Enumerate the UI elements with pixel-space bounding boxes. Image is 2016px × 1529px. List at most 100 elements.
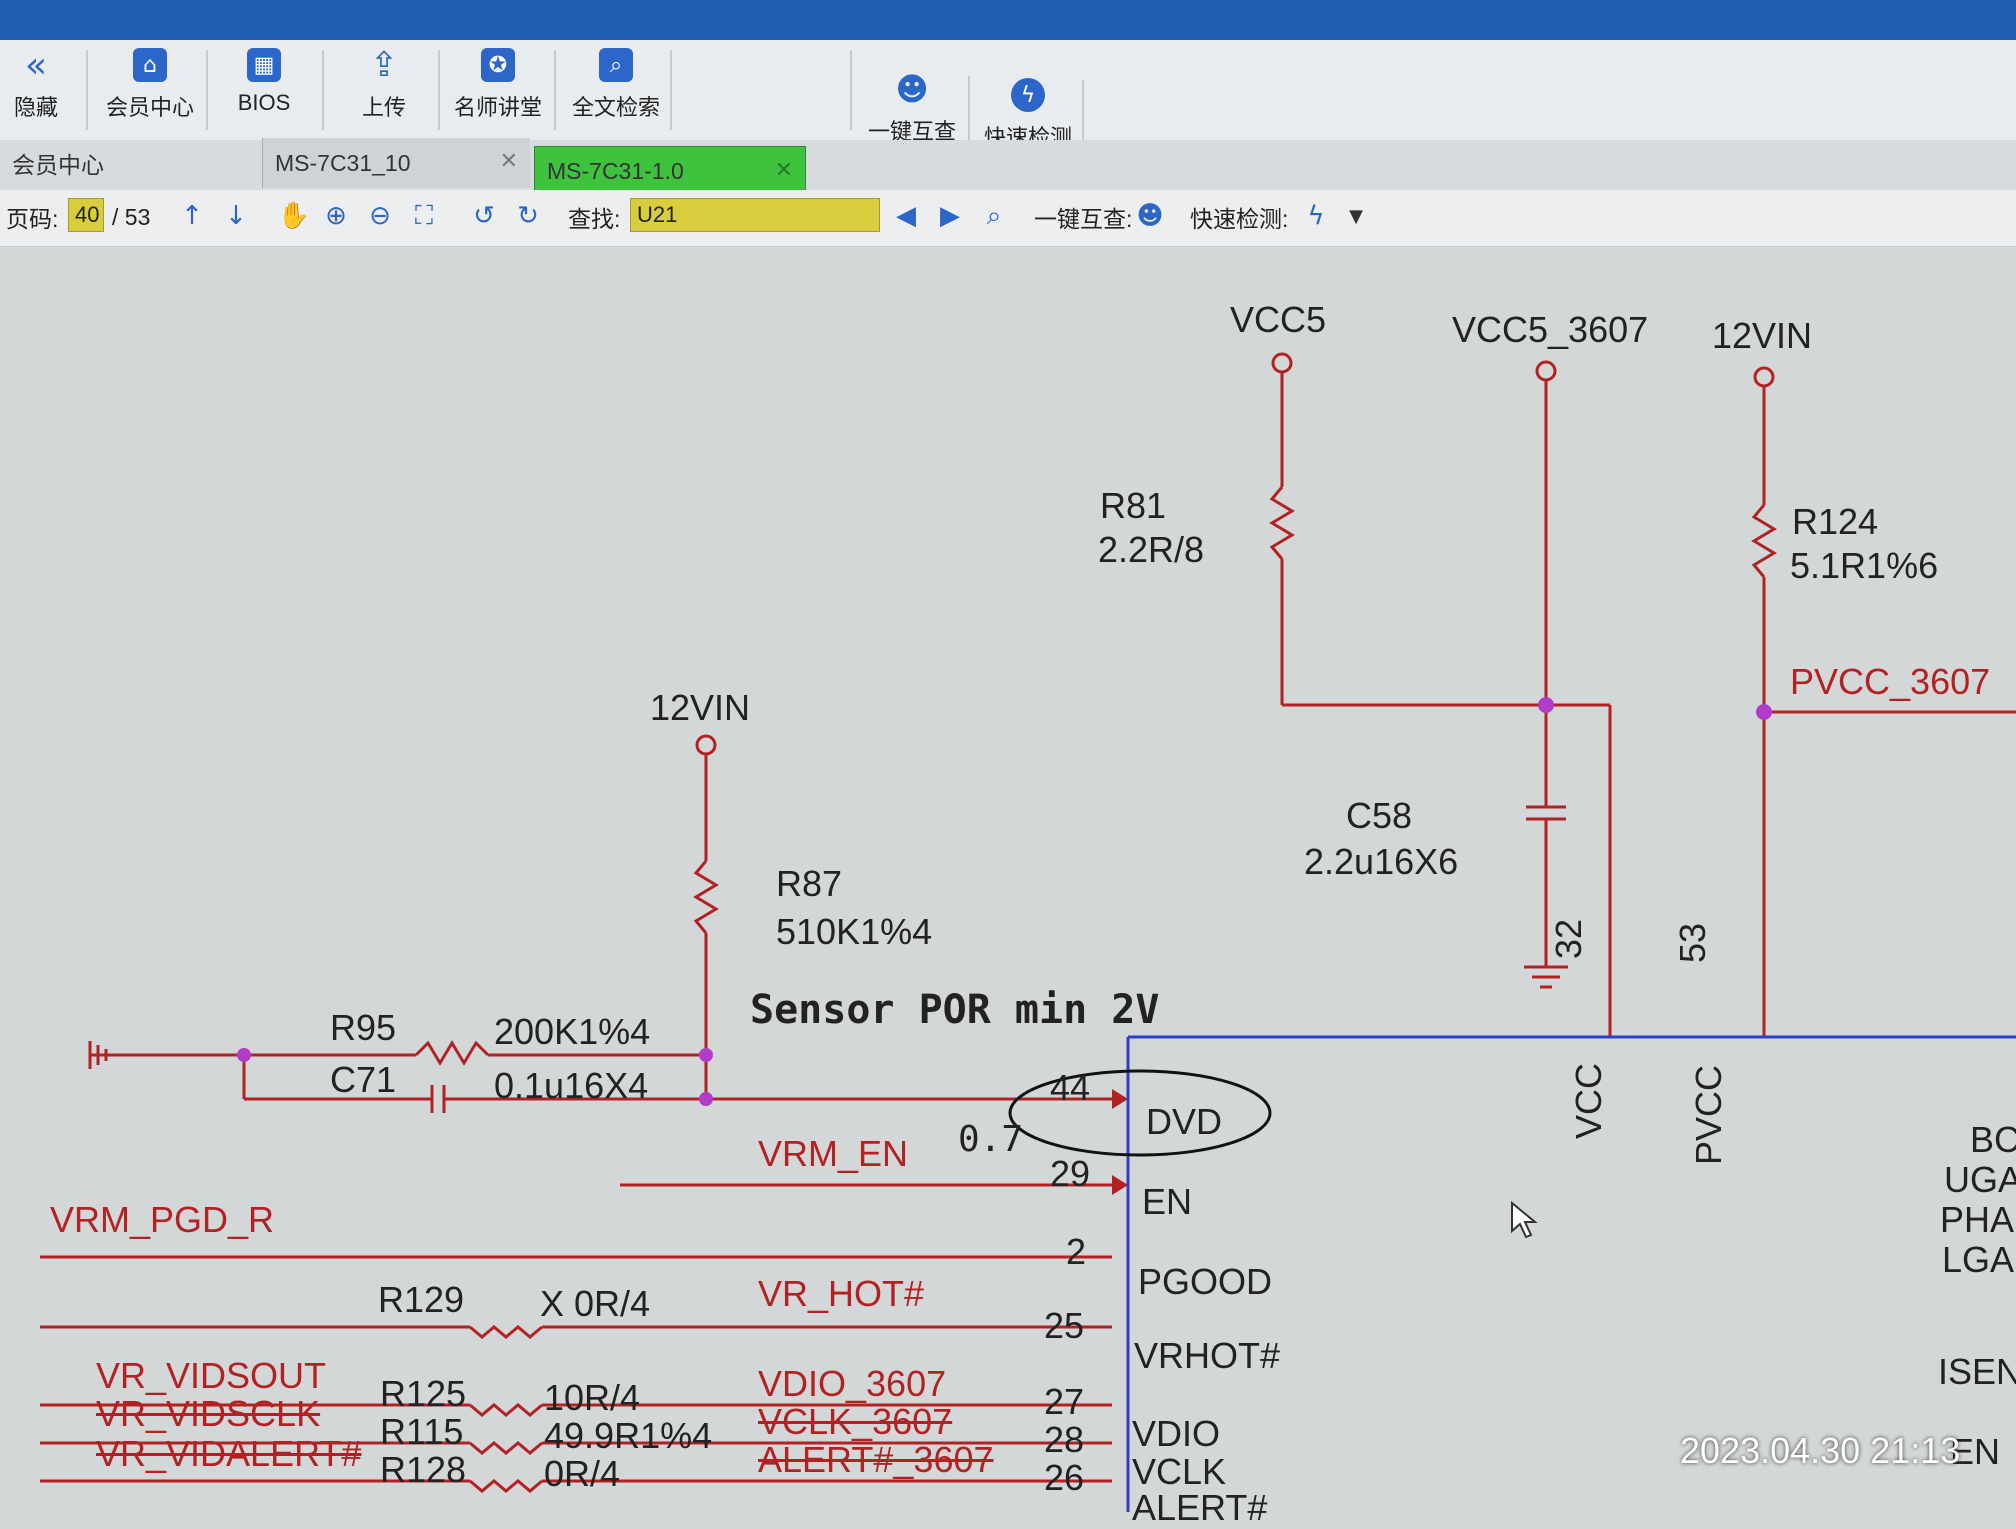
pin-name-partial: LGA: [1942, 1239, 2015, 1280]
pin-name-dvd: DVD: [1146, 1101, 1223, 1142]
ref-r115: R115: [380, 1411, 464, 1452]
pin-name-partial: BC: [1970, 1119, 2016, 1160]
find-previous-icon[interactable]: ◀: [896, 201, 916, 231]
pin-number: 2: [1066, 1231, 1087, 1272]
ref-r129: R129: [378, 1279, 465, 1320]
cross-check-button[interactable]: ☻ 一键互查: [862, 70, 962, 160]
hide-button[interactable]: « 隐藏: [6, 45, 66, 136]
net-label-vrm-pgd-r: VRM_PGD_R: [50, 1199, 275, 1240]
search-icon: ⌕: [599, 48, 633, 82]
member-center-button[interactable]: ⌂ 会员中心: [100, 48, 200, 136]
toolbar-divider: [850, 50, 852, 130]
resistor-r87: [693, 860, 719, 934]
value-r115: 49.9R1%4: [544, 1415, 713, 1456]
cross-check-label: 一键互查: [867, 119, 956, 144]
pin-number: 44: [1050, 1067, 1091, 1108]
bios-label: BIOS: [237, 90, 291, 115]
tab-member-center[interactable]: 会员中心: [0, 138, 258, 188]
fit-page-icon[interactable]: ⛶: [414, 200, 434, 231]
value-r125: 10R/4: [544, 1377, 641, 1418]
resistor-r81: [1269, 486, 1295, 560]
close-icon[interactable]: ✕: [499, 148, 518, 173]
upload-label: 上传: [361, 95, 406, 120]
user-icon: ☻: [895, 70, 929, 108]
page-total: / 53: [112, 203, 151, 230]
toolbar-divider: [322, 50, 324, 130]
user-icon[interactable]: ☻: [1136, 201, 1164, 231]
find-next-icon[interactable]: ▶: [940, 201, 960, 231]
close-icon[interactable]: ✕: [774, 157, 793, 182]
pin-number: 25: [1044, 1305, 1085, 1346]
toolbar-divider: [1082, 80, 1084, 160]
ref-r95: R95: [330, 1007, 397, 1048]
net-label-vclk-3607: VCLK_3607: [758, 1401, 953, 1442]
schematic-wires: [40, 352, 2016, 1512]
fulltext-search-button[interactable]: ⌕ 全文检索: [566, 48, 666, 136]
ref-r81: R81: [1100, 485, 1167, 526]
net-label-vr-vidalert: VR_VIDALERT#: [96, 1433, 362, 1474]
lightning-icon[interactable]: ϟ: [1307, 201, 1325, 231]
annotation-sensor-por: Sensor POR min 2V: [750, 987, 1160, 1033]
lecture-label: 名师讲堂: [453, 95, 542, 120]
net-label-vcc5-3607: VCC5_3607: [1452, 309, 1649, 350]
search-icon[interactable]: ⌕: [986, 200, 1002, 231]
value-r129: X 0R/4: [540, 1283, 651, 1324]
net-label-pvcc-3607: PVCC_3607: [1790, 661, 1991, 702]
rotate-right-icon[interactable]: ↻: [517, 201, 539, 231]
main-toolbar: [0, 40, 2016, 141]
lecture-button[interactable]: ✪ 名师讲堂: [448, 48, 548, 136]
resistor-r129: [469, 1325, 543, 1339]
fulltext-search-label: 全文检索: [571, 95, 660, 120]
zoom-in-icon[interactable]: ⊕: [325, 201, 347, 231]
ic-u21-body: [1126, 1035, 2016, 1512]
pin-name-vrhot: VRHOT#: [1134, 1335, 1281, 1376]
value-c71: 0.1u16X4: [494, 1065, 649, 1106]
find-input[interactable]: U21: [630, 198, 880, 232]
ref-r124: R124: [1792, 501, 1879, 542]
resistor-r115: [469, 1441, 543, 1455]
net-label-vr-vidsout: VR_VIDSOUT: [96, 1355, 327, 1396]
arrow-down-icon[interactable]: ↓: [225, 201, 247, 231]
tab-label: MS-7C31_10: [275, 149, 411, 176]
bios-button[interactable]: ▦ BIOS: [224, 48, 304, 136]
zoom-out-icon[interactable]: ⊖: [369, 201, 391, 231]
arrow-up-icon[interactable]: ↑: [181, 201, 203, 231]
dropdown-chevron-icon[interactable]: ▼: [1349, 205, 1363, 227]
net-label-alert-3607: ALERT#_3607: [758, 1439, 994, 1480]
ref-r87: R87: [776, 863, 843, 904]
toolbar-divider: [86, 50, 88, 130]
net-label-vrm-en: VRM_EN: [758, 1133, 909, 1174]
value-r95: 200K1%4: [494, 1011, 651, 1052]
pin-number: 28: [1044, 1419, 1085, 1460]
mouse-cursor-icon: [1511, 1200, 1538, 1239]
page-number-input[interactable]: 40: [68, 198, 104, 232]
ref-r125: R125: [380, 1373, 467, 1414]
ref-c58: C58: [1346, 795, 1413, 836]
resistor-r124: [1751, 504, 1777, 578]
value-r128: 0R/4: [544, 1453, 621, 1494]
value-r81: 2.2R/8: [1098, 529, 1205, 570]
tab-ms7c31-1-0[interactable]: MS-7C31-1.0 ✕: [534, 146, 806, 196]
tab-label: 会员中心: [12, 152, 104, 178]
pin-number: 29: [1050, 1153, 1091, 1194]
pin-name-partial: ISEN: [1938, 1351, 2016, 1392]
toolbar-divider: [670, 50, 672, 130]
upload-icon: ⇪: [369, 45, 399, 85]
pin-name-vclk: VCLK: [1132, 1451, 1227, 1492]
net-label-vr-vidsclk: VR_VIDSCLK: [96, 1393, 321, 1434]
handwritten-ellipse: [1008, 1069, 1272, 1157]
page-label: 页码:: [6, 206, 59, 232]
lecture-icon: ✪: [481, 48, 515, 82]
tab-ms7c31-10[interactable]: MS-7C31_10 ✕: [262, 138, 530, 188]
pin-name-vdio: VDIO: [1132, 1413, 1221, 1454]
quick-check-nav-label: 快速检测:: [1190, 206, 1289, 232]
pin-name-en: EN: [1142, 1181, 1193, 1222]
rotate-left-icon[interactable]: ↺: [473, 201, 495, 231]
toolbar-divider: [554, 50, 556, 130]
net-label-vdio-3607: VDIO_3607: [758, 1363, 947, 1404]
pin-name-pgood: PGOOD: [1138, 1261, 1273, 1302]
home-icon: ⌂: [133, 48, 167, 82]
upload-button[interactable]: ⇪ 上传: [344, 45, 424, 136]
pan-hand-icon[interactable]: ✋: [277, 201, 311, 231]
ref-r128: R128: [380, 1449, 467, 1490]
